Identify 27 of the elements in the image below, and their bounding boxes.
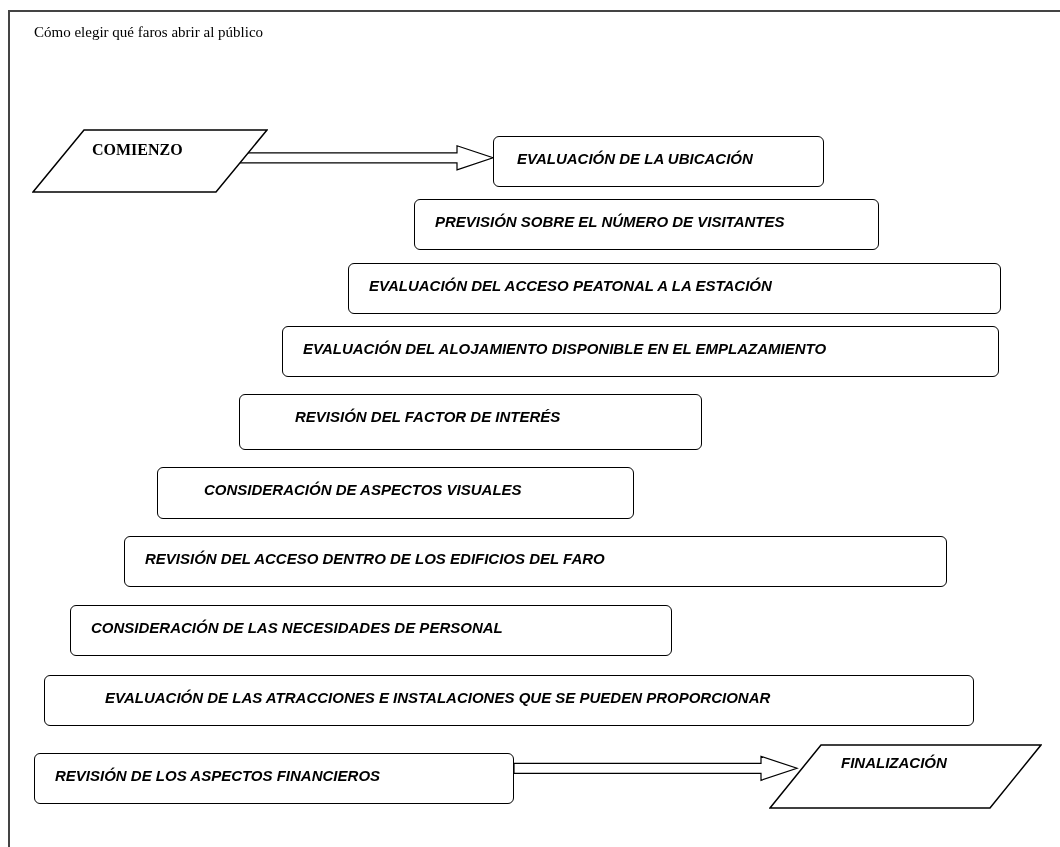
box-label: CONSIDERACIÓN DE LAS NECESIDADES DE PERSONAL — [91, 619, 503, 636]
parallelogram — [769, 744, 1042, 809]
box-label: EVALUACIÓN DEL ACCESO PEATONAL A LA ESTACIÓN — [369, 277, 772, 294]
block-arrow — [239, 144, 495, 171]
box-label: CONSIDERACIÓN DE ASPECTOS VISUALES — [204, 481, 522, 498]
process-box — [44, 675, 974, 726]
process-box — [124, 536, 947, 587]
diagram-title: Cómo elegir qué faros abrir al público — [34, 24, 264, 41]
box-label: EVALUACIÓN DE LA UBICACIÓN — [517, 150, 753, 167]
block-arrow — [513, 755, 799, 782]
box-label: REVISIÓN DEL FACTOR DE INTERÉS — [295, 408, 561, 425]
box-label: COMIENZO — [92, 141, 183, 159]
process-box — [239, 394, 702, 450]
box-label: FINALIZACIÓN — [841, 754, 947, 771]
parallelogram — [32, 129, 268, 193]
box-label: PREVISIÓN SOBRE EL NÚMERO DE VISITANTES — [435, 213, 785, 230]
process-box — [34, 753, 514, 804]
process-box — [348, 263, 1001, 314]
process-box — [70, 605, 672, 656]
process-box — [414, 199, 879, 250]
box-label: EVALUACIÓN DEL ALOJAMIENTO DISPONIBLE EN EL EMPLAZAMIENTO — [303, 340, 827, 357]
process-box — [282, 326, 999, 377]
box-label: REVISIÓN DEL ACCESO DENTRO DE LOS EDIFICIOS DEL FARO — [145, 550, 605, 567]
box-label: EVALUACIÓN DE LAS ATRACCIONES E INSTALACIONES QUE SE PUEDEN PROPORCIONAR — [105, 689, 771, 706]
process-box — [157, 467, 634, 519]
process-box — [493, 136, 824, 187]
box-label: REVISIÓN DE LOS ASPECTOS FINANCIEROS — [55, 767, 381, 784]
